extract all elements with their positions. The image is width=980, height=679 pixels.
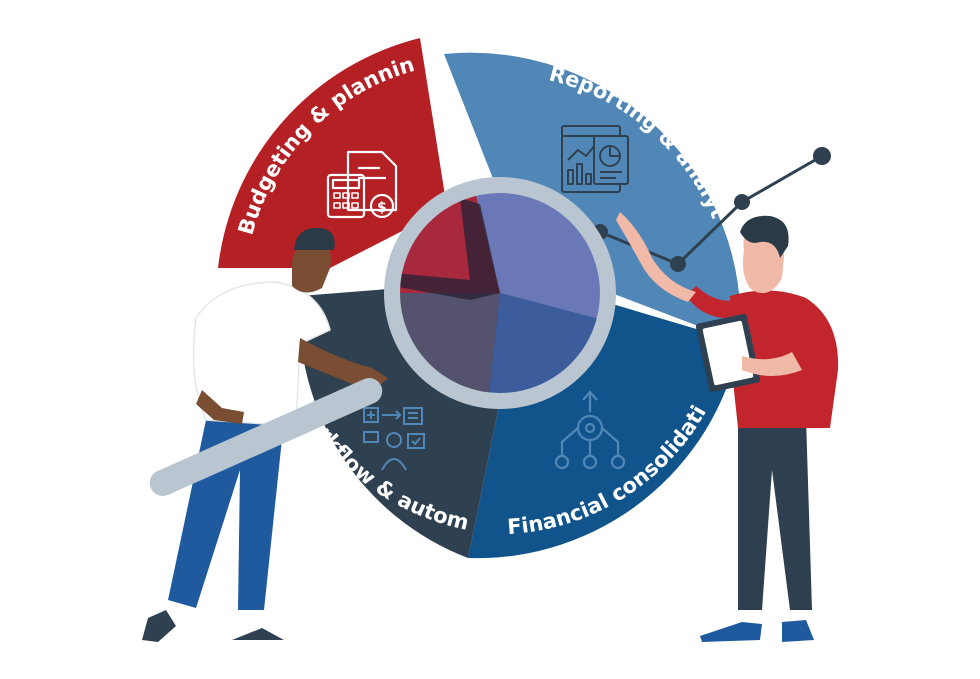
shoe (142, 610, 176, 642)
hierarchy-gear-icon (554, 390, 626, 470)
trend-node (813, 147, 831, 165)
shoe (782, 620, 814, 642)
svg-text:$: $ (377, 200, 387, 216)
shoe (232, 628, 284, 640)
dashboard-report-icon (561, 125, 629, 193)
segment-reporting-analytics (444, 52, 741, 342)
trend-node (734, 194, 750, 210)
shoe (700, 622, 762, 642)
calculator-invoice-icon: $ (326, 150, 398, 219)
person-right-clipboard (616, 212, 839, 642)
trend-node (670, 256, 686, 272)
workflow-person-icon (363, 407, 425, 471)
